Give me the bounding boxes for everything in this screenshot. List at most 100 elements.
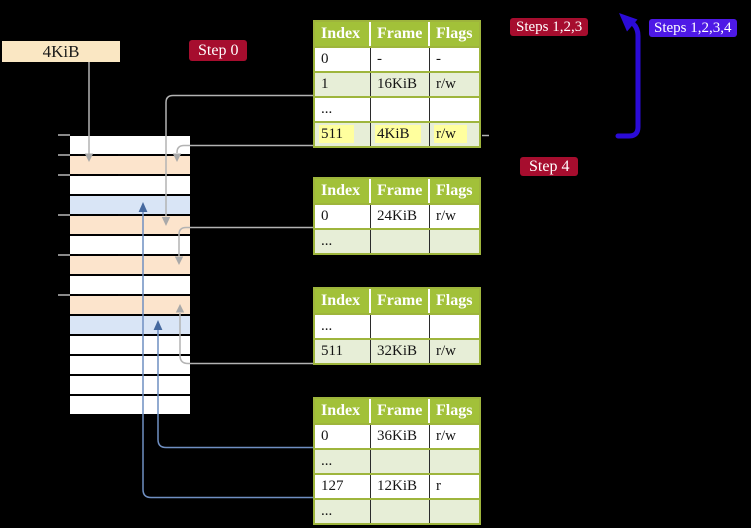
column-header: Index [315, 289, 371, 313]
table-cell: 16KiB [371, 73, 430, 96]
table-cell: ... [315, 230, 371, 253]
table-cell: 32KiB [371, 340, 430, 363]
cr3-frame-label: 4KiB [2, 41, 120, 62]
table-cell: 0 [315, 205, 371, 228]
table-cell: r [436, 478, 441, 494]
column-header: Flags [436, 25, 473, 42]
memory-frame-row-white [70, 276, 190, 294]
address-tick [58, 134, 70, 136]
table-cell: - [371, 48, 430, 71]
table-cell: 0 [315, 425, 371, 448]
table-row: ... [315, 96, 479, 121]
table-row: ... [315, 228, 479, 253]
memory-frame-row-peach [70, 156, 190, 174]
steps-123-badge: Steps 1,2,3 [510, 18, 589, 36]
table-cell: r/w [436, 208, 456, 224]
memory-frame-row-blue [70, 196, 190, 214]
column-header: Frame [371, 22, 430, 46]
highlighted-value: 511 [319, 125, 354, 143]
table-cell [430, 500, 479, 523]
table-cell: ... [315, 500, 371, 523]
table-cell: r/w [436, 343, 456, 359]
table-cell: 511 [315, 340, 371, 363]
memory-frame-row-peach [70, 216, 190, 234]
table-cell [371, 500, 430, 523]
arrow-entry511-to-4kib [176, 144, 313, 153]
table-cell: - [436, 51, 441, 67]
arrow-loop-steps [615, 19, 641, 139]
address-tick [58, 254, 70, 256]
highlighted-value: r/w [434, 125, 467, 143]
memory-frame-row-blue [70, 316, 190, 334]
table-row: 511 4KiB r/w [315, 121, 479, 146]
table-cell [430, 315, 479, 338]
memory-frame-row-peach [70, 296, 190, 314]
table-cell: r/w [430, 123, 479, 146]
arrowhead-up-left-icon [619, 13, 638, 32]
column-header: Index [315, 22, 371, 46]
address-tick [58, 174, 70, 176]
column-header: Index [315, 179, 371, 203]
table-cell: 1 [315, 73, 371, 96]
memory-frame-row-white [70, 236, 190, 254]
table-cell [371, 315, 430, 338]
table-cell: r/w [436, 428, 456, 444]
column-header: Frame [371, 289, 430, 313]
step-0-badge: Step 0 [189, 40, 248, 61]
memory-frame-row-white [70, 336, 190, 354]
column-header: Flags [436, 182, 473, 199]
table-row: ... [315, 313, 479, 338]
memory-frame-row-white [70, 396, 190, 414]
step-4-badge: Step 4 [520, 157, 579, 176]
column-header: Index [315, 399, 371, 423]
table-cell: 4KiB [371, 123, 430, 146]
highlighted-value: 4KiB [375, 125, 421, 143]
table-cell [430, 98, 479, 121]
arrow-t3-entry511-to-32kib [179, 313, 313, 365]
address-tick [58, 154, 70, 156]
address-tick [58, 214, 70, 216]
table-cell: r/w [436, 76, 456, 92]
column-header: Flags [436, 402, 473, 419]
table-cell: 12KiB [371, 475, 430, 498]
address-tick [58, 294, 70, 296]
arrow-t2-entry0-to-24kib [178, 226, 313, 256]
table-cell [430, 230, 479, 253]
table-cell [371, 230, 430, 253]
table-row: 0-- [315, 46, 479, 71]
table-cell: ... [315, 315, 371, 338]
memory-frame-row-peach [70, 256, 190, 274]
table-cell: 36KiB [371, 425, 430, 448]
table-row: ... [315, 448, 479, 473]
memory-frame-row-white [70, 136, 190, 154]
table-cell: 0 [315, 48, 371, 71]
table-cell: 127 [315, 475, 371, 498]
column-header: Frame [371, 179, 430, 203]
memory-frame-row-white [70, 176, 190, 194]
memory-frame-row-white [70, 376, 190, 394]
table-cell: 511 [315, 123, 371, 146]
table-cell [371, 98, 430, 121]
column-header: Frame [371, 399, 430, 423]
table-cell: 24KiB [371, 205, 430, 228]
table-row: ... [315, 498, 479, 523]
table-cell: ... [315, 450, 371, 473]
physical-memory-strip [70, 136, 190, 414]
column-header: Flags [436, 292, 473, 309]
memory-frame-row-white [70, 356, 190, 374]
table-cell: ... [315, 98, 371, 121]
steps-1234-badge: Steps 1,2,3,4 [649, 19, 737, 37]
